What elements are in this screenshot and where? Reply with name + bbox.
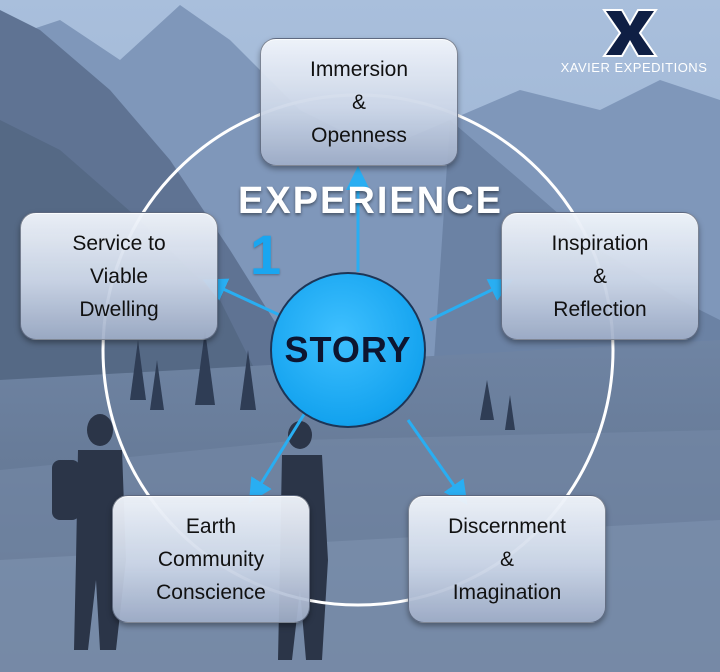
story-label: STORY	[284, 329, 411, 371]
node-service-viable-dwelling: Service to Viable Dwelling	[20, 212, 218, 340]
story-center-circle: STORY	[270, 272, 426, 428]
node-line: Earth	[186, 510, 236, 543]
node-line: Viable	[90, 260, 148, 293]
node-inspiration-reflection: Inspiration & Reflection	[501, 212, 699, 340]
node-line: Dwelling	[79, 293, 158, 326]
node-line: Conscience	[156, 576, 266, 609]
node-line: Openness	[311, 119, 407, 152]
node-line: Community	[158, 543, 264, 576]
node-line: &	[352, 86, 366, 119]
step-number: 1	[250, 222, 281, 287]
brand-name: XAVIER EXPEDITIONS	[560, 60, 708, 75]
node-line: &	[593, 260, 607, 293]
node-line: Inspiration	[552, 227, 649, 260]
node-immersion-openness: Immersion & Openness	[260, 38, 458, 166]
node-line: Service to	[72, 227, 165, 260]
experience-heading: EXPERIENCE	[238, 180, 478, 223]
node-discernment-imagination: Discernment & Imagination	[408, 495, 606, 623]
node-line: Imagination	[453, 576, 562, 609]
node-line: Reflection	[553, 293, 646, 326]
node-line: Immersion	[310, 53, 408, 86]
node-line: &	[500, 543, 514, 576]
node-line: Discernment	[448, 510, 566, 543]
node-earth-community-conscience: Earth Community Conscience	[112, 495, 310, 623]
xavier-logo-icon	[600, 8, 660, 58]
